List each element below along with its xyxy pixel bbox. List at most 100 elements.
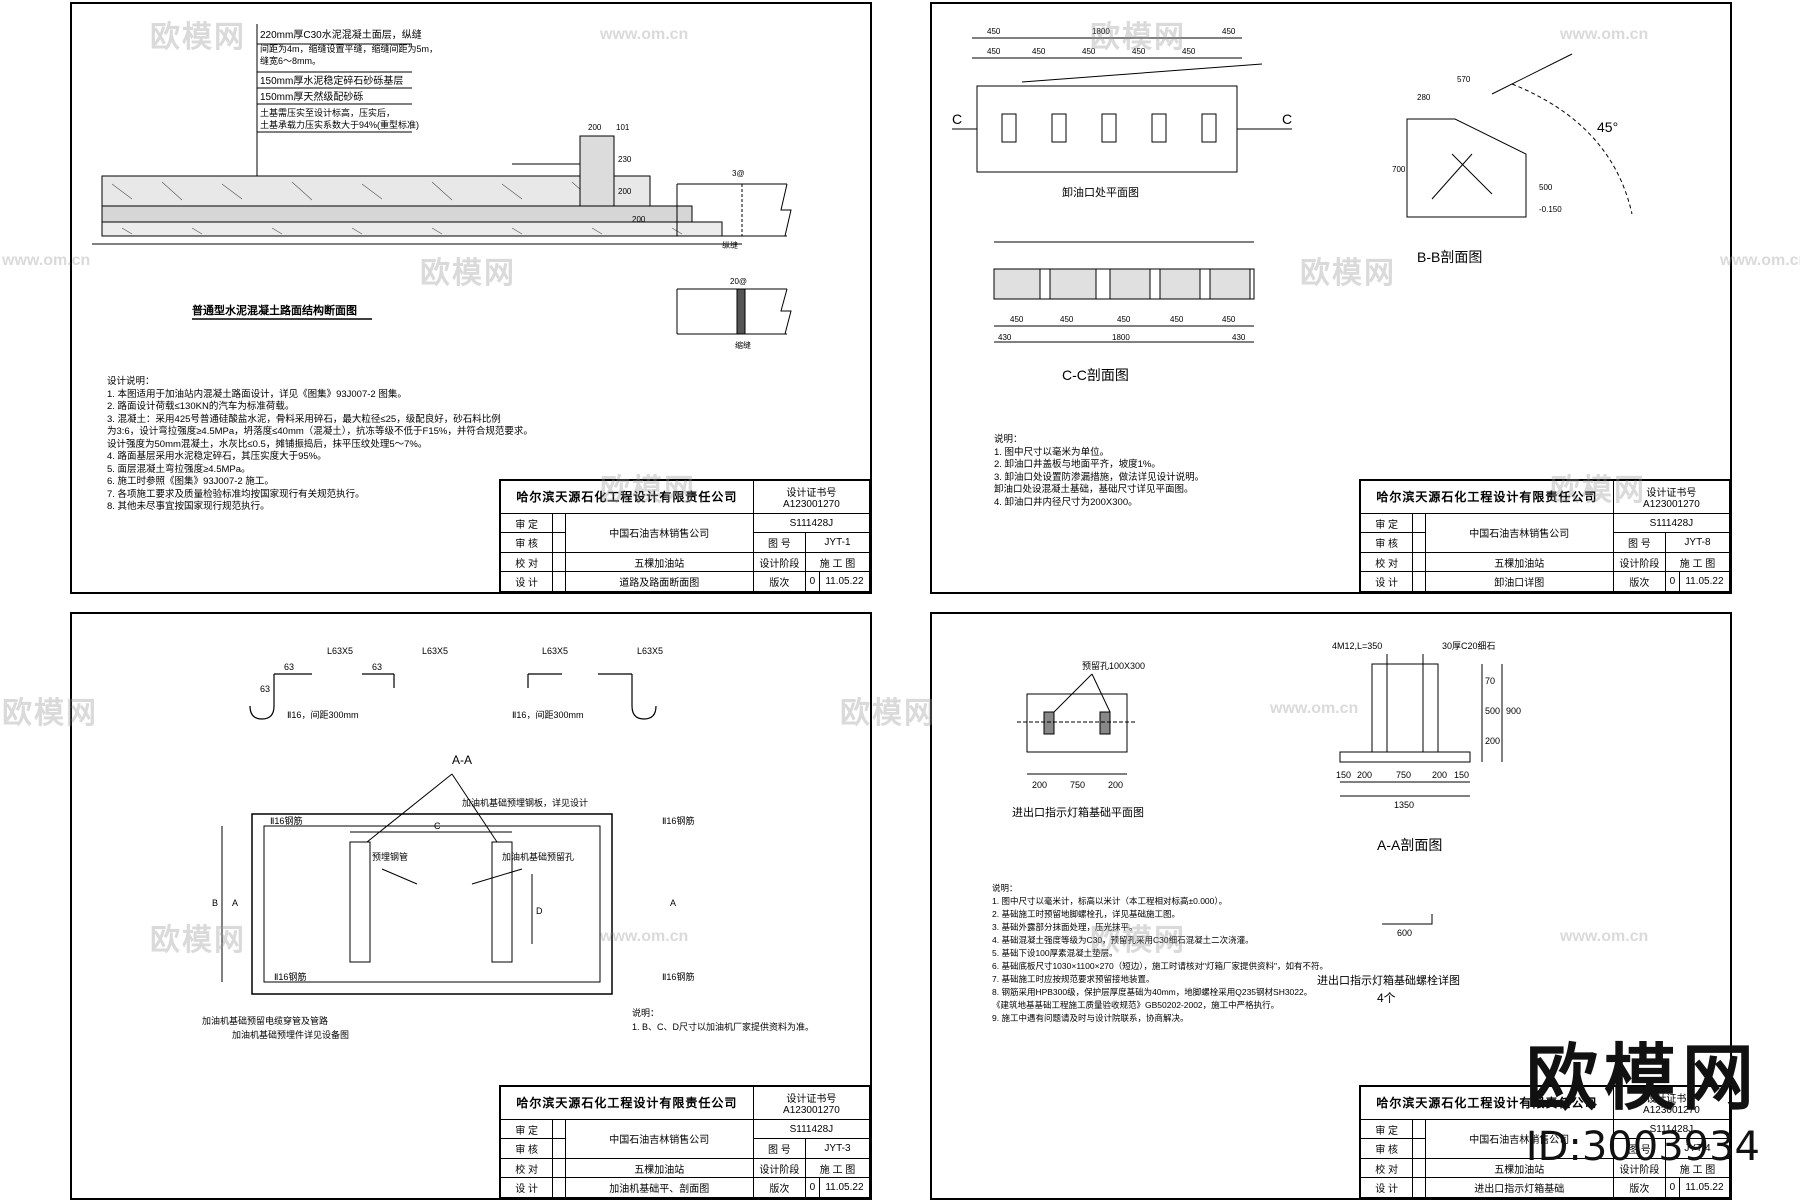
lightbox-notes: 说明： 1. 图中尺寸以毫米计，标高以米计（本工程相对标高±0.000）。 2.… [992,882,1328,1025]
dim: 750 [1070,780,1085,790]
note-line: 3. 基础外露部分抹面处理，压光抹平。 [992,922,1138,932]
note-line: 6. 施工时参照《图集》93J007-2 施工。 [107,476,274,487]
dim: 430 [998,333,1012,342]
drawing-title: 道路及路面断面图 [564,571,754,592]
rebar-mark: Ⅱ16钢筋 [662,971,694,982]
curb-dim-2: 200 [618,187,632,196]
aa-section-title: A-A剖面图 [1377,837,1442,853]
drawing-title: 进出口指示灯箱基础 [1424,1177,1614,1198]
dim: 900 [1506,706,1521,716]
callout: 加油机基础预埋钢板，详见设计 [462,797,588,808]
cert-number: A123001270 [1643,498,1700,510]
row-label: 审 定 [499,512,554,534]
dim: 450 [1222,315,1236,324]
angle-steel-label: L63X5 [422,646,448,656]
dim: 70 [1485,676,1495,686]
row-label: 校 对 [499,1157,554,1179]
drawing-sheet-road-section: 220mm厚C30水泥混凝土面层，纵缝 间距为4m，缩缝设置平缝，缩缝间距为5m… [70,2,872,594]
dim: 63 [260,684,270,694]
dim: 450 [1222,27,1236,36]
notes-title: 设计说明： [107,376,155,387]
aa-callout: 4M12,L=350 [1332,641,1382,651]
note-line: 4. 卸油口井内径尺寸为200X300。 [994,496,1138,508]
plan-mark: C [434,821,441,831]
row-label: 设 计 [1359,1177,1414,1198]
dim: 700 [1392,165,1406,174]
date: 11.05.22 [1678,1177,1731,1198]
drawing-title: 加油机基础平、剖面图 [564,1177,754,1198]
project-number: S111428J [752,512,871,534]
oil-inlet-drawing: 450 1800 450 450 450 450 450 450 [952,27,1633,383]
client-name: 中国石油吉林销售公司 [564,1118,754,1159]
dim: 450 [1182,47,1196,56]
dim: 450 [1117,315,1131,324]
drawing-number: JYT-3 [804,1138,871,1159]
note-line: 3. 卸油口处设置防渗漏措施，做法详见设计说明。 [994,471,1205,483]
section-mark-c: C [952,111,962,127]
company-name: 哈尔滨天源石化工程设计有限责任公司 [500,480,754,514]
cc-section-title: C-C剖面图 [1062,367,1129,383]
cert-number: A123001270 [783,498,840,510]
row-label: 审 定 [1359,512,1414,534]
note-line: 2. 路面设计荷载≤130KN的汽车为标准荷载。 [107,401,295,412]
drawing-sheet-lightbox-foundation: 预留孔100X300 200 750 200 4M12,L=350 30厚C20… [930,612,1732,1200]
cert-number: A123001270 [1643,1104,1700,1116]
row-label: 审 定 [499,1118,554,1140]
rebar-label: Ⅱ16，间距300mm [287,709,358,720]
callout: 加油机基础预留电缆穿管及管路 [202,1015,328,1026]
dim: 1350 [1394,800,1414,810]
mid-label: 版次 [1612,571,1666,592]
notes-title: 说明： [992,883,1018,893]
company-name: 哈尔滨天源石化工程设计有限责任公司 [1360,480,1614,514]
plan-mark: A [670,898,676,908]
drawing-sheet-dispenser-foundation: L63X5 L63X5 L63X5 L63X5 63 63 63 Ⅱ16，间距3… [70,612,872,1200]
road-section-title: 普通型水泥混凝土路面结构断面图 [192,303,357,317]
note-title: 说明： [632,1007,659,1018]
layer-label-5: 150mm厚天然级配砂砾 [260,90,363,103]
date: 11.05.22 [818,1177,871,1198]
date: 11.05.22 [818,571,871,592]
plan-callout: 预留孔100X300 [1082,660,1145,671]
dim: 280 [1417,93,1431,102]
joint-longitudinal-label: 纵缝 [722,240,738,250]
note-text: 1. B、C、D尺寸以加油机厂家提供资料为准。 [632,1021,814,1032]
curb-dim-width: 200 [588,123,602,132]
mid-label: 图 号 [752,1138,806,1159]
mid-label: 版次 [752,571,806,592]
mid-label: 版次 [752,1177,806,1198]
note-line: 2. 卸油口井盖板与地面平齐，坡度1%。 [994,459,1161,470]
version: 0 [804,1177,820,1198]
angle-steel-label: L63X5 [542,646,568,656]
curb-dim-3: 200 [632,215,646,224]
row-label: 审 核 [1359,1138,1414,1159]
cert-number: A123001270 [783,1104,840,1116]
note-line: 5. 面层混凝土弯拉强度≥4.5MPa。 [107,463,251,475]
rebar-mark: Ⅱ16钢筋 [274,971,306,982]
angle-label: 45° [1597,119,1618,135]
plan-title: 进出口指示灯箱基础平面图 [1012,805,1144,819]
angle-steel-label: L63X5 [327,646,353,656]
row-label: 审 核 [499,1138,554,1159]
cert-label: 设计证书号 [786,1093,837,1105]
note-line: 7. 各项施工要求及质量检验标准均按国家现行有关规范执行。 [107,488,365,500]
callout: 预埋钢管 [372,851,408,862]
note-line: 《建筑地基基础工程施工质量验收规范》GB50202-2002，施工中严格执行。 [992,1000,1280,1010]
cert-label: 设计证书号 [1646,487,1697,499]
note-line: 8. 钢筋采用HPB300级，保护层厚度基础为40mm，地脚螺栓采用Q235钢材… [992,987,1313,997]
note-line: 4. 基础混凝土强度等级为C30，预留孔采用C30细石混凝土二次浇灌。 [992,935,1254,945]
row-label: 审 定 [1359,1118,1414,1140]
drawing-title: 卸油口详图 [1424,571,1614,592]
dim: 450 [1010,315,1024,324]
mid-label: 设计阶段 [752,1157,806,1179]
version: 0 [804,571,820,592]
dim: 200 [1032,780,1047,790]
row-label: 审 核 [1359,532,1414,553]
dim: 200 [1108,780,1123,790]
lightbox-foundation-drawing: 预留孔100X300 200 750 200 4M12,L=350 30厚C20… [1012,640,1521,1005]
plan-mark: A [232,898,238,908]
angle-steel-label: L63X5 [637,646,663,656]
callout: 加油机基础预留孔 [502,851,574,862]
